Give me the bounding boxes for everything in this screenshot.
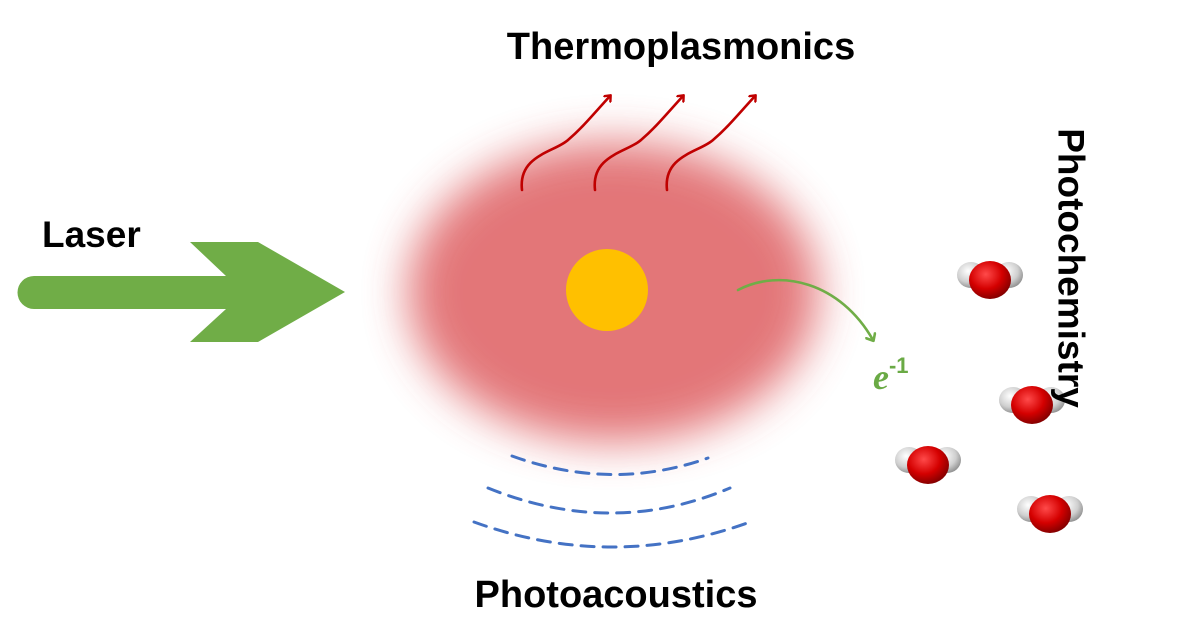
- heat-arrow-icon: [520, 96, 610, 192]
- photochemistry-label: Photochemistry: [1050, 128, 1092, 408]
- electron-arrow-icon: [736, 278, 873, 340]
- water-molecule-icon: [1017, 495, 1083, 533]
- thermoplasmonics-label: Thermoplasmonics: [506, 26, 856, 68]
- photoacoustics-label: Photoacoustics: [474, 574, 758, 616]
- sound-wave-icon: [510, 454, 710, 476]
- laser-label: Laser: [42, 214, 141, 255]
- acoustic-waves: [472, 454, 752, 549]
- water-molecule-icon: [999, 386, 1065, 424]
- water-molecule-icon: [895, 446, 961, 484]
- electron-label: e-1: [873, 353, 909, 397]
- laser-arrow-icon: [17, 242, 345, 342]
- sound-wave-icon: [486, 486, 732, 515]
- sound-wave-icon: [472, 520, 752, 549]
- nanoparticle-icon: [566, 249, 648, 331]
- water-molecule-icon: [957, 261, 1023, 299]
- heat-arrow-icon: [593, 96, 683, 192]
- heat-arrow-icon: [665, 96, 755, 192]
- electron-superscript: -1: [888, 353, 909, 378]
- electron-symbol: e: [873, 357, 889, 397]
- heat-arrows: [520, 96, 755, 192]
